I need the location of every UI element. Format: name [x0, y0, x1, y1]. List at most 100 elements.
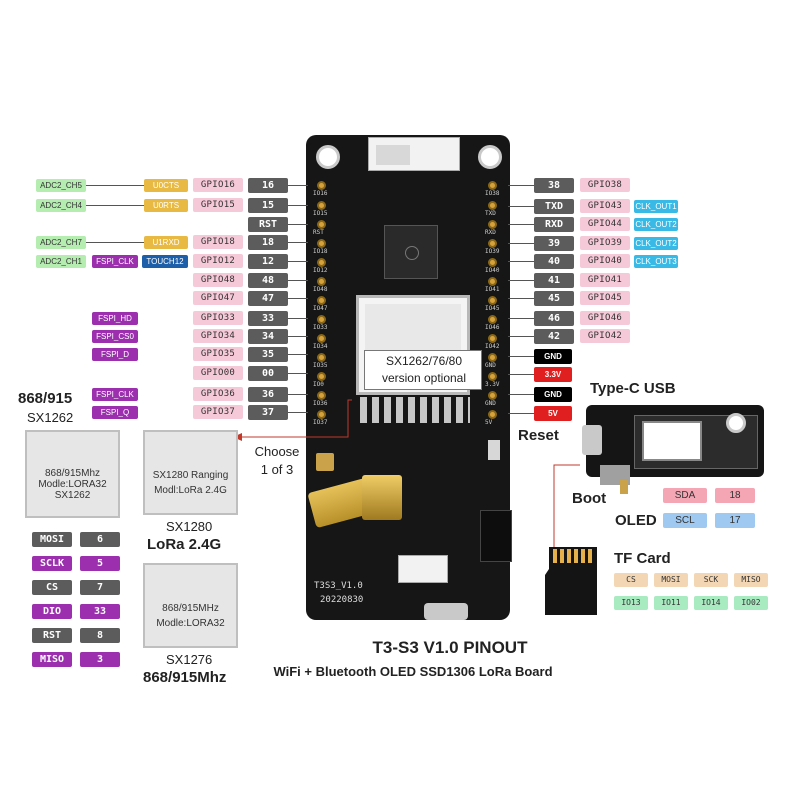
- pin-hole: [488, 296, 497, 305]
- pin-number-right: 45: [534, 291, 574, 306]
- pin-hole: [317, 201, 326, 210]
- antenna-pad: [376, 145, 410, 165]
- sx1262-line3: SX1262: [54, 490, 91, 501]
- pin-line: [288, 354, 308, 355]
- pin-hole: [317, 391, 326, 400]
- pin-hole: [488, 372, 497, 381]
- ipex-connector: [316, 453, 334, 471]
- func-label: ADC2_CH5: [36, 179, 86, 192]
- pin-line: [288, 394, 308, 395]
- board-name: T3S3_V1.0: [314, 581, 363, 591]
- chip-label-2: version optional: [381, 371, 467, 385]
- pin-hole: [488, 315, 497, 324]
- oled-sda-num: 18: [715, 488, 755, 503]
- tf-pin-io: IO13: [614, 596, 648, 610]
- clk-label: CLK_OUT2: [634, 218, 678, 231]
- pin-line: [288, 261, 308, 262]
- boot-label: Boot: [572, 490, 607, 507]
- board-silk-right: IO39: [485, 248, 500, 255]
- gpio-label-right: GPIO43: [580, 199, 630, 213]
- pin-number-right: 42: [534, 329, 574, 344]
- gpio-label-left: GPIO12: [193, 254, 243, 268]
- func-label: ADC2_CH1: [36, 255, 86, 268]
- pin-hole: [488, 239, 497, 248]
- pin-line: [288, 298, 308, 299]
- board-silk-right: IO42: [485, 343, 500, 350]
- esp32-chip: [384, 225, 438, 279]
- pin-hole: [317, 315, 326, 324]
- tf-pin-io: IO11: [654, 596, 688, 610]
- sx1276-title-2: 868/915Mhz: [143, 669, 227, 686]
- gpio-label-left: GPIO16: [193, 178, 243, 192]
- board-silk-left: IO15: [313, 210, 328, 217]
- sx1262-line2: Modle:LORA32: [38, 479, 107, 490]
- pin-hole: [317, 410, 326, 419]
- sx1276-title-1: SX1276: [166, 652, 213, 667]
- board-silk-left: IO0: [313, 381, 324, 388]
- power-pin-label: 5V: [534, 406, 572, 421]
- pin-line: [288, 280, 308, 281]
- pin-line: [508, 185, 534, 186]
- pin-hole: [317, 296, 326, 305]
- chip-label-1: SX1262/76/80: [385, 354, 463, 368]
- pin-number-right: 46: [534, 311, 574, 326]
- func-label: FSPI_HD: [92, 312, 138, 325]
- board-silk-left: IO18: [313, 248, 328, 255]
- board-silk-right: GND: [485, 362, 496, 369]
- oled-title: OLED: [615, 512, 657, 529]
- pin-number-left: 18: [248, 235, 288, 250]
- lora-pin-num: 6: [80, 532, 120, 547]
- mounting-hole: [316, 145, 340, 169]
- gpio-label-left: GPIO33: [193, 311, 243, 325]
- pin-number-left: 15: [248, 198, 288, 213]
- tf-pin-name: SCK: [694, 573, 728, 587]
- pin-line: [288, 336, 308, 337]
- board-silk-right: IO40: [485, 267, 500, 274]
- gpio-label-left: GPIO18: [193, 235, 243, 249]
- boot-button: [620, 480, 628, 494]
- reset-label: Reset: [518, 427, 559, 444]
- gpio-label-left: GPIO36: [193, 387, 243, 401]
- side-switch: [480, 510, 512, 562]
- gpio-label-left: GPIO48: [193, 273, 243, 287]
- lora-pin-name: MISO: [32, 652, 72, 667]
- pin-line: [508, 318, 534, 319]
- pin-hole: [317, 372, 326, 381]
- func-label: U0RTS: [144, 199, 188, 212]
- gpio-label-left: GPIO37: [193, 405, 243, 419]
- choose-pointer: [233, 399, 352, 441]
- chip-label-box: SX1262/76/80 version optional: [364, 350, 482, 390]
- func-label: FSPI_CLK: [92, 388, 138, 401]
- choose-label-2: 1 of 3: [260, 462, 294, 477]
- pin-line: [86, 185, 144, 186]
- pin-hole: [488, 181, 497, 190]
- type-c-title: Type-C USB: [590, 380, 676, 397]
- board-silk-left: IO33: [313, 324, 328, 331]
- gpio-label-left: GPIO34: [193, 329, 243, 343]
- pin-hole: [488, 258, 497, 267]
- clk-label: CLK_OUT2: [634, 237, 678, 250]
- board-date: 20220830: [320, 595, 364, 605]
- board-side-view: [582, 405, 764, 477]
- pin-hole: [317, 220, 326, 229]
- pin-hole: [488, 220, 497, 229]
- pin-line: [86, 242, 144, 243]
- lora-pin-name: RST: [32, 628, 72, 643]
- power-pin-label: GND: [534, 387, 572, 402]
- tf-pin-name: CS: [614, 573, 648, 587]
- board-silk-right: 5V: [485, 419, 493, 426]
- pin-number-right: 39: [534, 236, 574, 251]
- pin-number-left: 37: [248, 405, 288, 420]
- func-label: U0CTS: [144, 179, 188, 192]
- power-pin-label: GND: [534, 349, 572, 364]
- lora-pin-num: 3: [80, 652, 120, 667]
- pin-number-left: 00: [248, 366, 288, 381]
- sx1262-line1: 868/915Mhz: [44, 468, 101, 479]
- gpio-label-left: GPIO15: [193, 198, 243, 212]
- battery-connector: [398, 555, 448, 583]
- pin-line: [508, 298, 534, 299]
- board-silk-left: IO16: [313, 190, 328, 197]
- sx1280-module: SX1280 Ranging Modl:LoRa 2.4G: [143, 430, 238, 515]
- clk-label: CLK_OUT1: [634, 200, 678, 213]
- gpio-label-right: GPIO45: [580, 291, 630, 305]
